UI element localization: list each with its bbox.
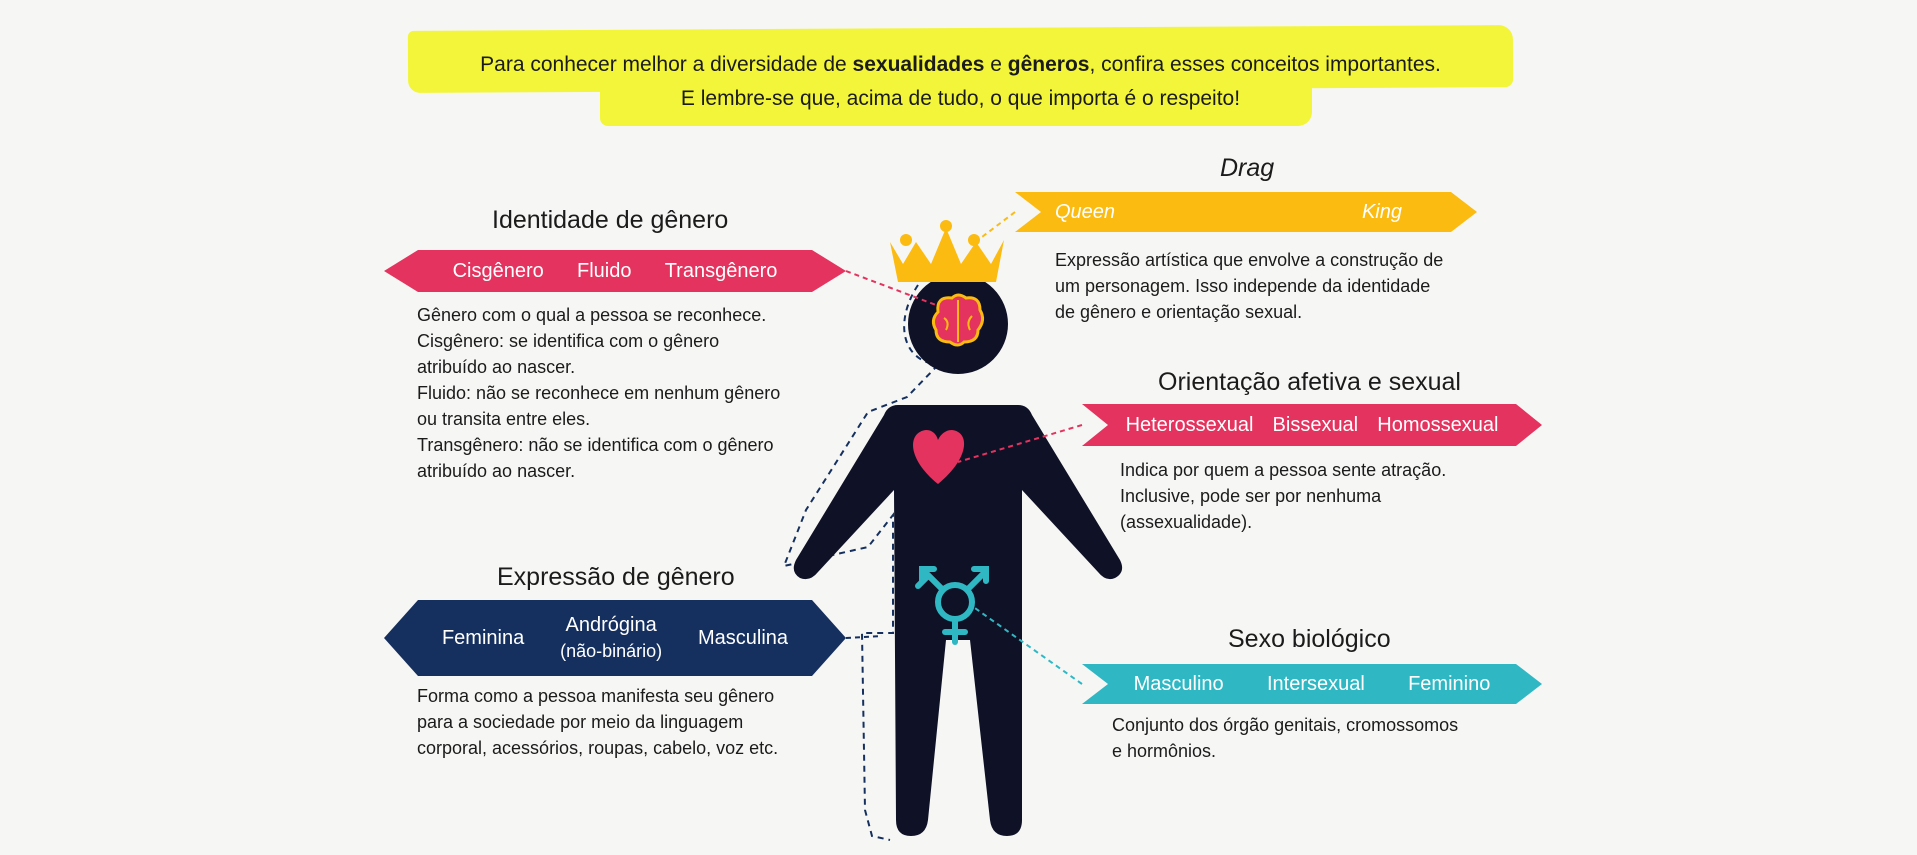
connector-identidade [845, 270, 937, 306]
connector-expressao [845, 635, 883, 639]
identidade-banner: Cisgênero Fluido Transgênero [384, 250, 846, 292]
option-masculina: Masculina [698, 626, 789, 649]
option-feminina: Feminina [441, 626, 525, 649]
orientacao-title: Orientação afetiva e sexual [1158, 368, 1461, 396]
option-fluido: Fluido [577, 259, 632, 282]
connector-drag [977, 211, 1016, 241]
brain-icon [931, 293, 985, 347]
heart-icon [913, 430, 965, 484]
connector-orientacao [957, 424, 1083, 463]
option-androgina-sub: (não-binário) [560, 641, 663, 661]
option-bissexual: Bissexual [1272, 413, 1359, 436]
identidade-title: Identidade de gênero [492, 206, 729, 234]
drag-description: Expressão artística que envolve a constr… [1055, 250, 1444, 322]
connector-sexo [971, 605, 1083, 685]
option-cisgenero: Cisgênero [452, 259, 544, 282]
expressao-title: Expressão de gênero [497, 563, 735, 591]
option-androgina: Andrógina (não-binário) [560, 612, 662, 664]
option-heterossexual: Heterossexual [1125, 413, 1254, 436]
intro-text: Para conhecer melhor a diversidade de se… [408, 48, 1513, 116]
intro-line-2: E lembre-se que, acima de tudo, o que im… [680, 87, 1241, 110]
option-transgenero: Transgênero [664, 259, 778, 282]
drag-banner: Queen King [1015, 192, 1477, 232]
intro-line-1: Para conhecer melhor a diversidade de se… [480, 53, 1441, 76]
intro-highlight-2 [600, 78, 1312, 126]
option-intersexual: Intersexual [1266, 672, 1365, 695]
identidade-description: Gênero com o qual a pessoa se reconhece.… [417, 305, 781, 481]
option-king: King [1361, 200, 1402, 223]
sexo-title: Sexo biológico [1228, 625, 1391, 653]
dashed-outline [782, 364, 939, 841]
orientacao-description: Indica por quem a pessoa sente atração. … [1120, 460, 1447, 532]
option-feminino: Feminino [1408, 672, 1491, 695]
intro-bold-generos: gêneros [1007, 53, 1090, 76]
crown-icon [890, 220, 1004, 282]
sexo-description: Conjunto dos órgão genitais, cromossomos… [1112, 715, 1459, 761]
orientacao-banner: Heterossexual Bissexual Homossexual [1082, 404, 1542, 446]
body-silhouette [793, 274, 1123, 836]
option-homossexual: Homossexual [1377, 413, 1499, 436]
option-queen: Queen [1055, 200, 1116, 223]
expressao-description: Forma como a pessoa manifesta seu gênero… [417, 686, 779, 758]
drag-title: Drag [1220, 154, 1275, 182]
sexo-banner: Masculino Intersexual Feminino [1082, 664, 1542, 704]
transgender-symbol-icon [915, 566, 989, 645]
option-masculino: Masculino [1133, 672, 1224, 695]
intro-bold-sexualidades: sexualidades [852, 53, 985, 76]
expressao-banner: Feminina Andrógina (não-binário) Masculi… [384, 600, 846, 676]
